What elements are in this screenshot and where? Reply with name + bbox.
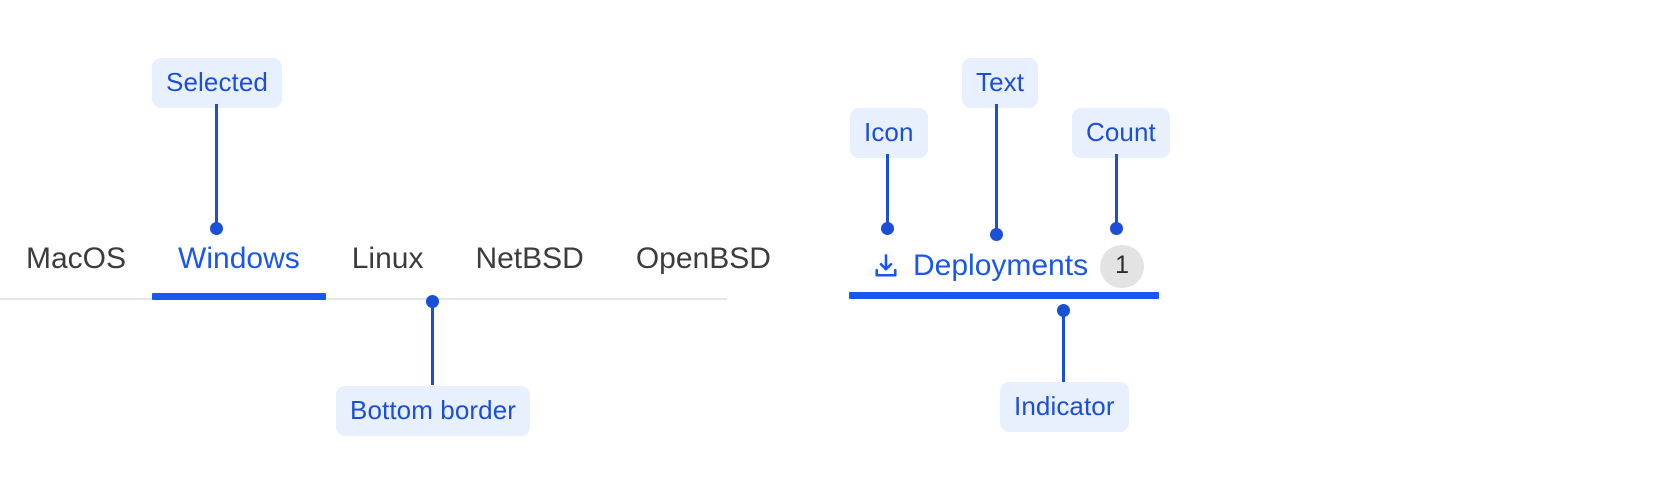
- deployments-tab[interactable]: Deployments 1: [849, 240, 1159, 299]
- annotation-leader-icon: [886, 154, 889, 228]
- tab-netbsd[interactable]: NetBSD: [449, 242, 609, 298]
- deployments-tab-content: Deployments 1: [849, 240, 1159, 292]
- annotation-label-icon: Icon: [850, 108, 928, 158]
- annotation-dot-icon: [881, 222, 894, 235]
- windows-tab-label: Windows: [178, 242, 300, 275]
- tabbar: MacOS Windows Linux NetBSD OpenBSD: [0, 242, 771, 300]
- tab-label: OpenBSD: [635, 242, 771, 275]
- annotation-label-text: Text: [962, 58, 1039, 108]
- deployments-label: Deployments: [913, 249, 1089, 282]
- annotation-label-bottom-border: Bottom border: [336, 386, 531, 436]
- annotation-dot-text: [990, 228, 1003, 241]
- tab-macos[interactable]: MacOS: [0, 242, 152, 298]
- annotation-dot-selected: [210, 222, 223, 235]
- tab-linux[interactable]: Linux: [326, 242, 450, 298]
- annotation-leader-bottom-border: [431, 301, 434, 385]
- deployments-icon: [871, 251, 901, 281]
- annotation-label-selected: Selected: [152, 58, 282, 108]
- tab-label: Linux: [351, 242, 424, 275]
- deployments-count: 1: [1100, 244, 1145, 288]
- tab-label: NetBSD: [475, 242, 584, 275]
- tab-windows[interactable]: Windows: [152, 242, 326, 300]
- annotation-dot-count: [1110, 222, 1123, 235]
- deployments-indicator: [849, 292, 1159, 299]
- annotation-leader-indicator: [1062, 310, 1065, 382]
- tab-openbsd[interactable]: OpenBSD: [610, 242, 797, 298]
- annotation-leader-count: [1115, 154, 1118, 228]
- annotation-label-count: Count: [1072, 108, 1170, 158]
- tab-label: MacOS: [26, 242, 127, 275]
- annotation-leader-selected: [215, 104, 218, 228]
- tab-list: MacOS Windows Linux NetBSD OpenBSD: [0, 242, 771, 300]
- annotation-leader-text: [995, 104, 998, 234]
- annotation-label-indicator: Indicator: [1000, 382, 1129, 432]
